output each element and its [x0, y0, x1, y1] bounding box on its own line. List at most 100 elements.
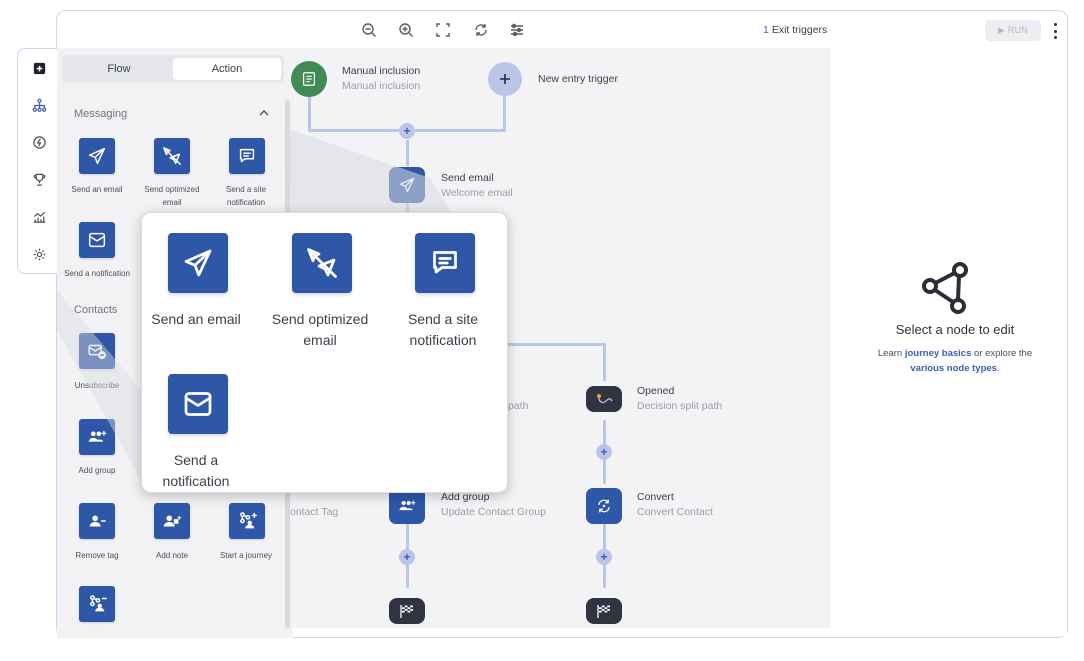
node-send-email-label: Send an email	[71, 185, 123, 194]
end-journey-icon[interactable]	[79, 586, 115, 622]
convert-icon	[598, 499, 610, 513]
node-title: Manual inclusion	[342, 65, 421, 77]
notification-icon[interactable]	[79, 222, 115, 258]
node-title: Opened	[637, 385, 675, 397]
connector	[308, 96, 311, 130]
analytics-icon[interactable]	[30, 207, 48, 225]
send-email-node[interactable]	[389, 167, 425, 203]
node-add-group-label: Add group	[78, 466, 116, 475]
send-email-icon[interactable]	[79, 138, 115, 174]
site-notification-icon[interactable]	[229, 138, 265, 174]
node-site-notification-label: Send a site notification	[225, 185, 267, 207]
help-text: .	[996, 363, 1000, 374]
node-subtitle: ontact Tag	[290, 506, 339, 518]
add-step-button[interactable]: +	[596, 549, 612, 565]
start-journey-icon[interactable]	[229, 503, 265, 539]
tab-flow[interactable]: Flow	[107, 63, 131, 75]
node-start-journey-label: Start a journey	[219, 551, 273, 560]
run-button[interactable]: ▶ RUN	[985, 20, 1041, 41]
send-optimized-email-icon[interactable]	[154, 138, 190, 174]
settings-icon[interactable]	[30, 245, 48, 263]
magnified-label-line: notification	[162, 473, 230, 489]
zoom-magnifier: Send an email Send optimized email Send a…	[141, 212, 508, 493]
notification-icon	[168, 374, 228, 434]
connector	[503, 96, 506, 130]
checklist-icon	[302, 72, 316, 86]
add-step-button[interactable]: +	[596, 444, 612, 460]
node-notification-label: Send a notification	[64, 269, 130, 278]
exit-triggers-count: 1	[763, 24, 769, 36]
flow-tree-icon[interactable]	[30, 96, 48, 114]
exit-triggers-label: Exit triggers	[771, 24, 828, 36]
opened-decision-node[interactable]	[586, 386, 622, 412]
help-text: Learn	[877, 348, 903, 359]
node-title: Send email	[441, 172, 494, 184]
send-email-icon	[399, 177, 415, 193]
add-note-icon[interactable]	[154, 503, 190, 539]
manual-inclusion-node[interactable]	[291, 61, 327, 97]
add-group-node[interactable]	[389, 488, 425, 524]
node-subtitle: Welcome email	[441, 187, 513, 199]
section-messaging-label: Messaging	[74, 108, 128, 120]
add-step-button[interactable]: +	[399, 123, 415, 139]
node-subtitle: Convert Contact	[637, 506, 713, 518]
select-node-title: Select a node to edit	[895, 322, 1015, 337]
plus-icon	[500, 74, 510, 84]
section-contacts-label: Contacts	[74, 304, 118, 316]
node-add-note-label: Add note	[155, 551, 189, 560]
magnified-label-line: email	[303, 332, 337, 348]
node-unsubscribe-label: Unsubscribe	[74, 381, 120, 390]
magnified-label-line: Send an email	[151, 311, 241, 327]
bolt-circle-icon[interactable]	[30, 133, 48, 151]
send-optimized-email-icon	[292, 233, 352, 293]
node-subtitle: path	[508, 400, 529, 412]
help-text: or explore the	[974, 348, 1033, 359]
add-group-icon[interactable]	[79, 419, 115, 455]
node-title: Add group	[441, 491, 490, 503]
magnified-label: Send an email	[136, 309, 256, 330]
magnified-label-line: Send a site	[407, 311, 479, 327]
node-title: New entry trigger	[538, 73, 618, 85]
magnified-label: Send a site notification	[383, 309, 503, 351]
magnified-label: Send optimized email	[260, 309, 380, 351]
chevron-up-icon[interactable]	[258, 108, 270, 118]
library-tabs: Flow Action	[62, 55, 284, 83]
journey-basics-link[interactable]: journey basics	[904, 348, 972, 359]
node-graph-icon	[922, 262, 968, 314]
new-entry-trigger-button[interactable]	[488, 62, 522, 96]
refresh-icon[interactable]	[469, 18, 493, 42]
send-email-icon	[168, 233, 228, 293]
node-remove-tag-label: Remove tag	[75, 551, 119, 560]
node-types-link[interactable]: various node types	[910, 363, 997, 374]
zoom-out-icon[interactable]	[357, 18, 381, 42]
add-step-button[interactable]: +	[399, 549, 415, 565]
finish-flag-icon	[597, 605, 610, 618]
add-square-icon[interactable]	[30, 59, 48, 77]
site-notification-icon	[415, 233, 475, 293]
fit-screen-icon[interactable]	[431, 18, 455, 42]
connector	[603, 343, 606, 381]
decision-path-icon	[597, 394, 613, 404]
end-node[interactable]	[586, 598, 622, 624]
add-group-icon	[399, 500, 416, 511]
left-icon-rail	[17, 48, 59, 274]
node-subtitle: Update Contact Group	[441, 506, 547, 518]
node-title: Convert	[637, 491, 674, 503]
unsubscribe-icon[interactable]	[79, 333, 115, 369]
magnified-label-line: Send optimized	[271, 311, 369, 327]
magnified-label-line: notification	[409, 332, 477, 348]
convert-node[interactable]	[586, 488, 622, 524]
tab-action[interactable]: Action	[173, 58, 281, 80]
select-node-help: Learn journey basics or explore the vari…	[850, 346, 1060, 376]
finish-flag-icon	[400, 605, 413, 618]
settings-sliders-icon[interactable]	[505, 18, 529, 42]
node-send-optimized-label: Send optimized email	[144, 185, 200, 207]
trophy-icon[interactable]	[30, 170, 48, 188]
more-options-icon[interactable]	[1050, 21, 1060, 41]
remove-tag-icon[interactable]	[79, 503, 115, 539]
connector	[500, 343, 606, 346]
end-node[interactable]	[389, 598, 425, 624]
zoom-in-icon[interactable]	[394, 18, 418, 42]
